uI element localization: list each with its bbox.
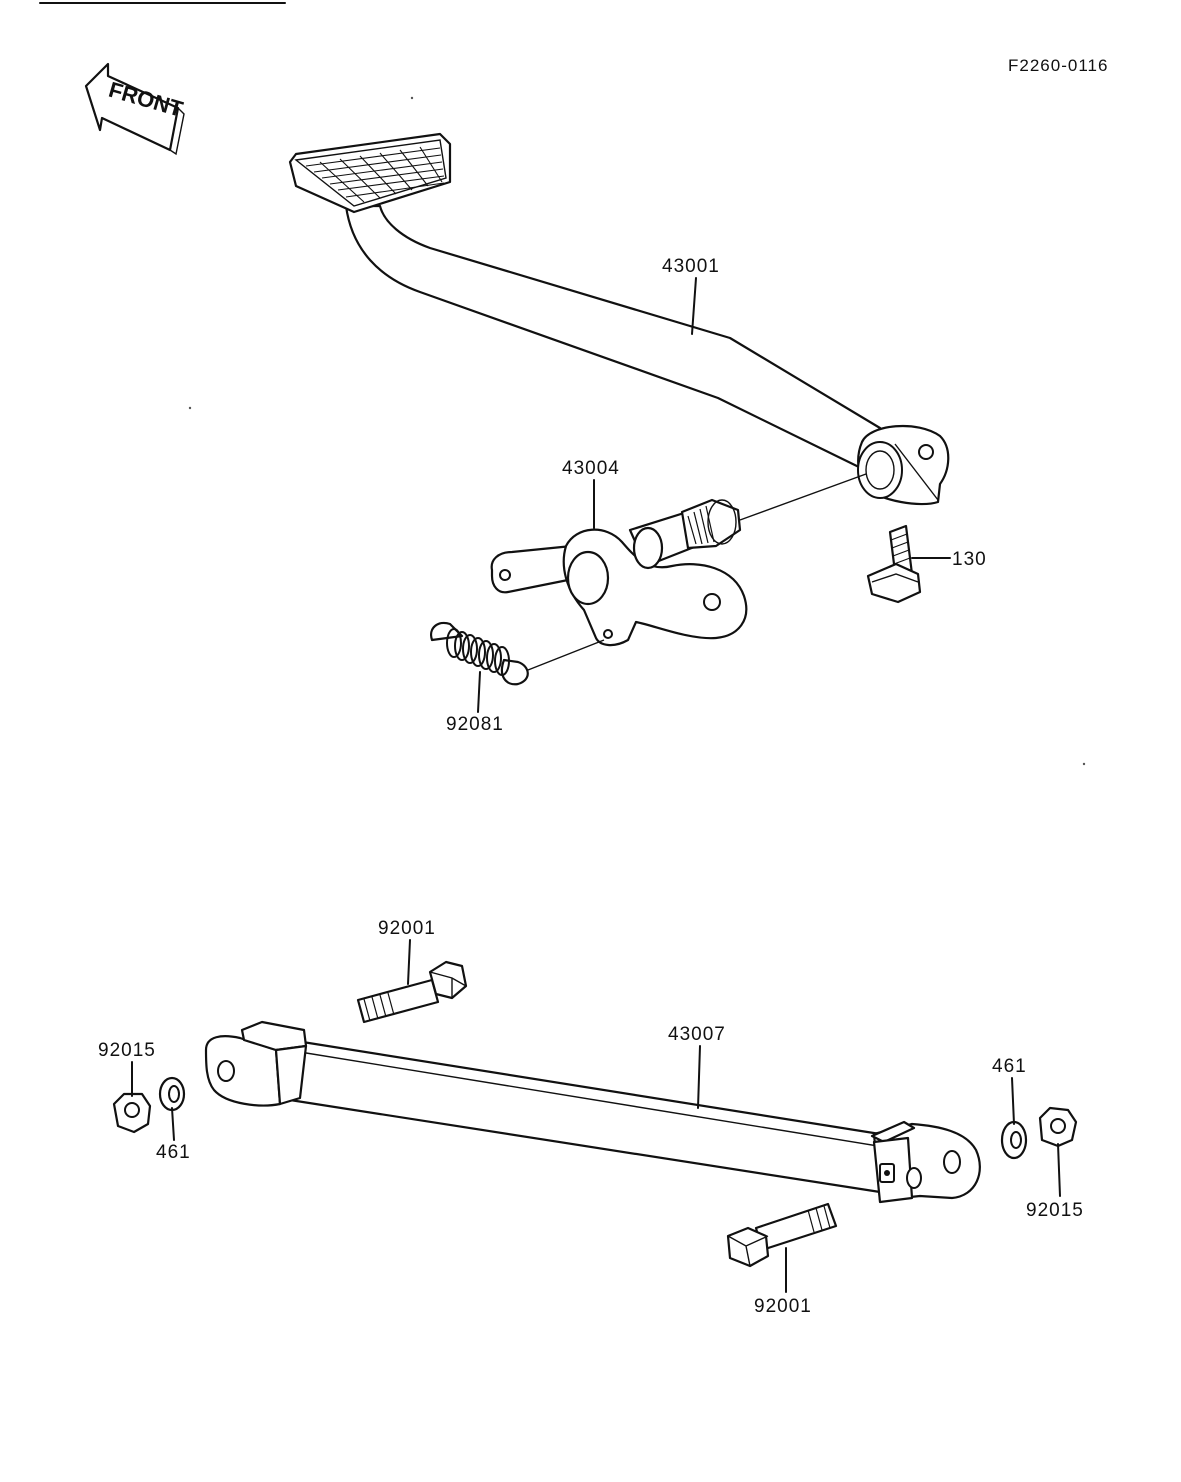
label-43004: 43004 — [562, 458, 620, 479]
label-92001-upper: 92001 — [378, 918, 436, 939]
flange-bolt-130 — [866, 524, 922, 604]
label-43007: 43007 — [668, 1024, 726, 1045]
leader-lines — [131, 277, 1061, 1293]
label-92001-lower: 92001 — [754, 1296, 812, 1317]
brake-pedal-43001 — [288, 132, 950, 506]
pedal-shaft-43004 — [490, 473, 867, 647]
label-43001: 43001 — [662, 256, 720, 277]
washer-461-right — [1000, 1120, 1028, 1160]
return-spring-92081 — [430, 621, 605, 686]
label-92015-right: 92015 — [1026, 1200, 1084, 1221]
washer-461-left — [158, 1076, 186, 1112]
label-92015-left: 92015 — [98, 1040, 156, 1061]
pedal-pad-texture — [305, 146, 445, 203]
label-461-left: 461 — [156, 1142, 191, 1163]
label-92081: 92081 — [446, 714, 504, 735]
scan-specks — [188, 96, 1086, 766]
bolt-92001-lower — [726, 1202, 838, 1268]
front-arrow-icon: FRONT — [84, 62, 186, 156]
label-461-right: 461 — [992, 1056, 1027, 1077]
brake-rod-43007 — [204, 1020, 981, 1204]
label-130: 130 — [952, 549, 987, 570]
bolt-92001-upper — [356, 960, 468, 1024]
nut-92015-right — [1038, 1106, 1078, 1148]
nut-92015-left — [112, 1092, 152, 1134]
diagram-code: F2260-0116 — [1008, 56, 1108, 75]
